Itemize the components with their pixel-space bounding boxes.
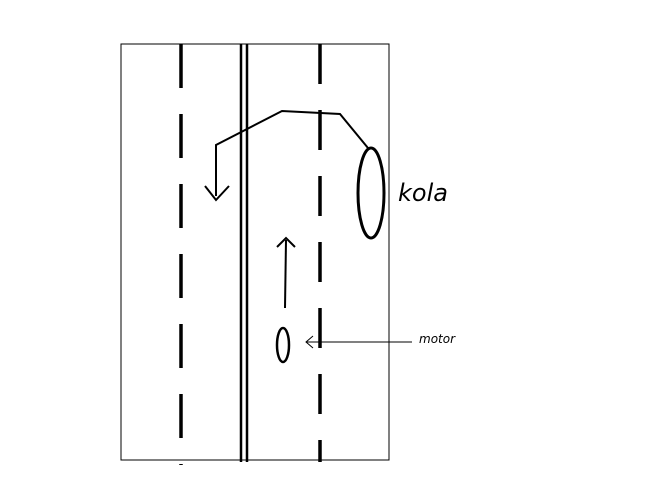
- road-border: [120, 43, 390, 461]
- motorbike-oval: [275, 326, 291, 364]
- motor-pointer-arrowhead: [305, 335, 314, 349]
- motor-label: motor: [419, 332, 456, 346]
- car-turn-path: [215, 109, 369, 196]
- car-oval: [356, 146, 386, 240]
- motorbike-direction-arrowhead: [276, 236, 296, 248]
- motorbike-direction-line: [284, 239, 287, 309]
- kola-label: kola: [398, 179, 448, 207]
- car-turn-arrowhead: [204, 185, 230, 202]
